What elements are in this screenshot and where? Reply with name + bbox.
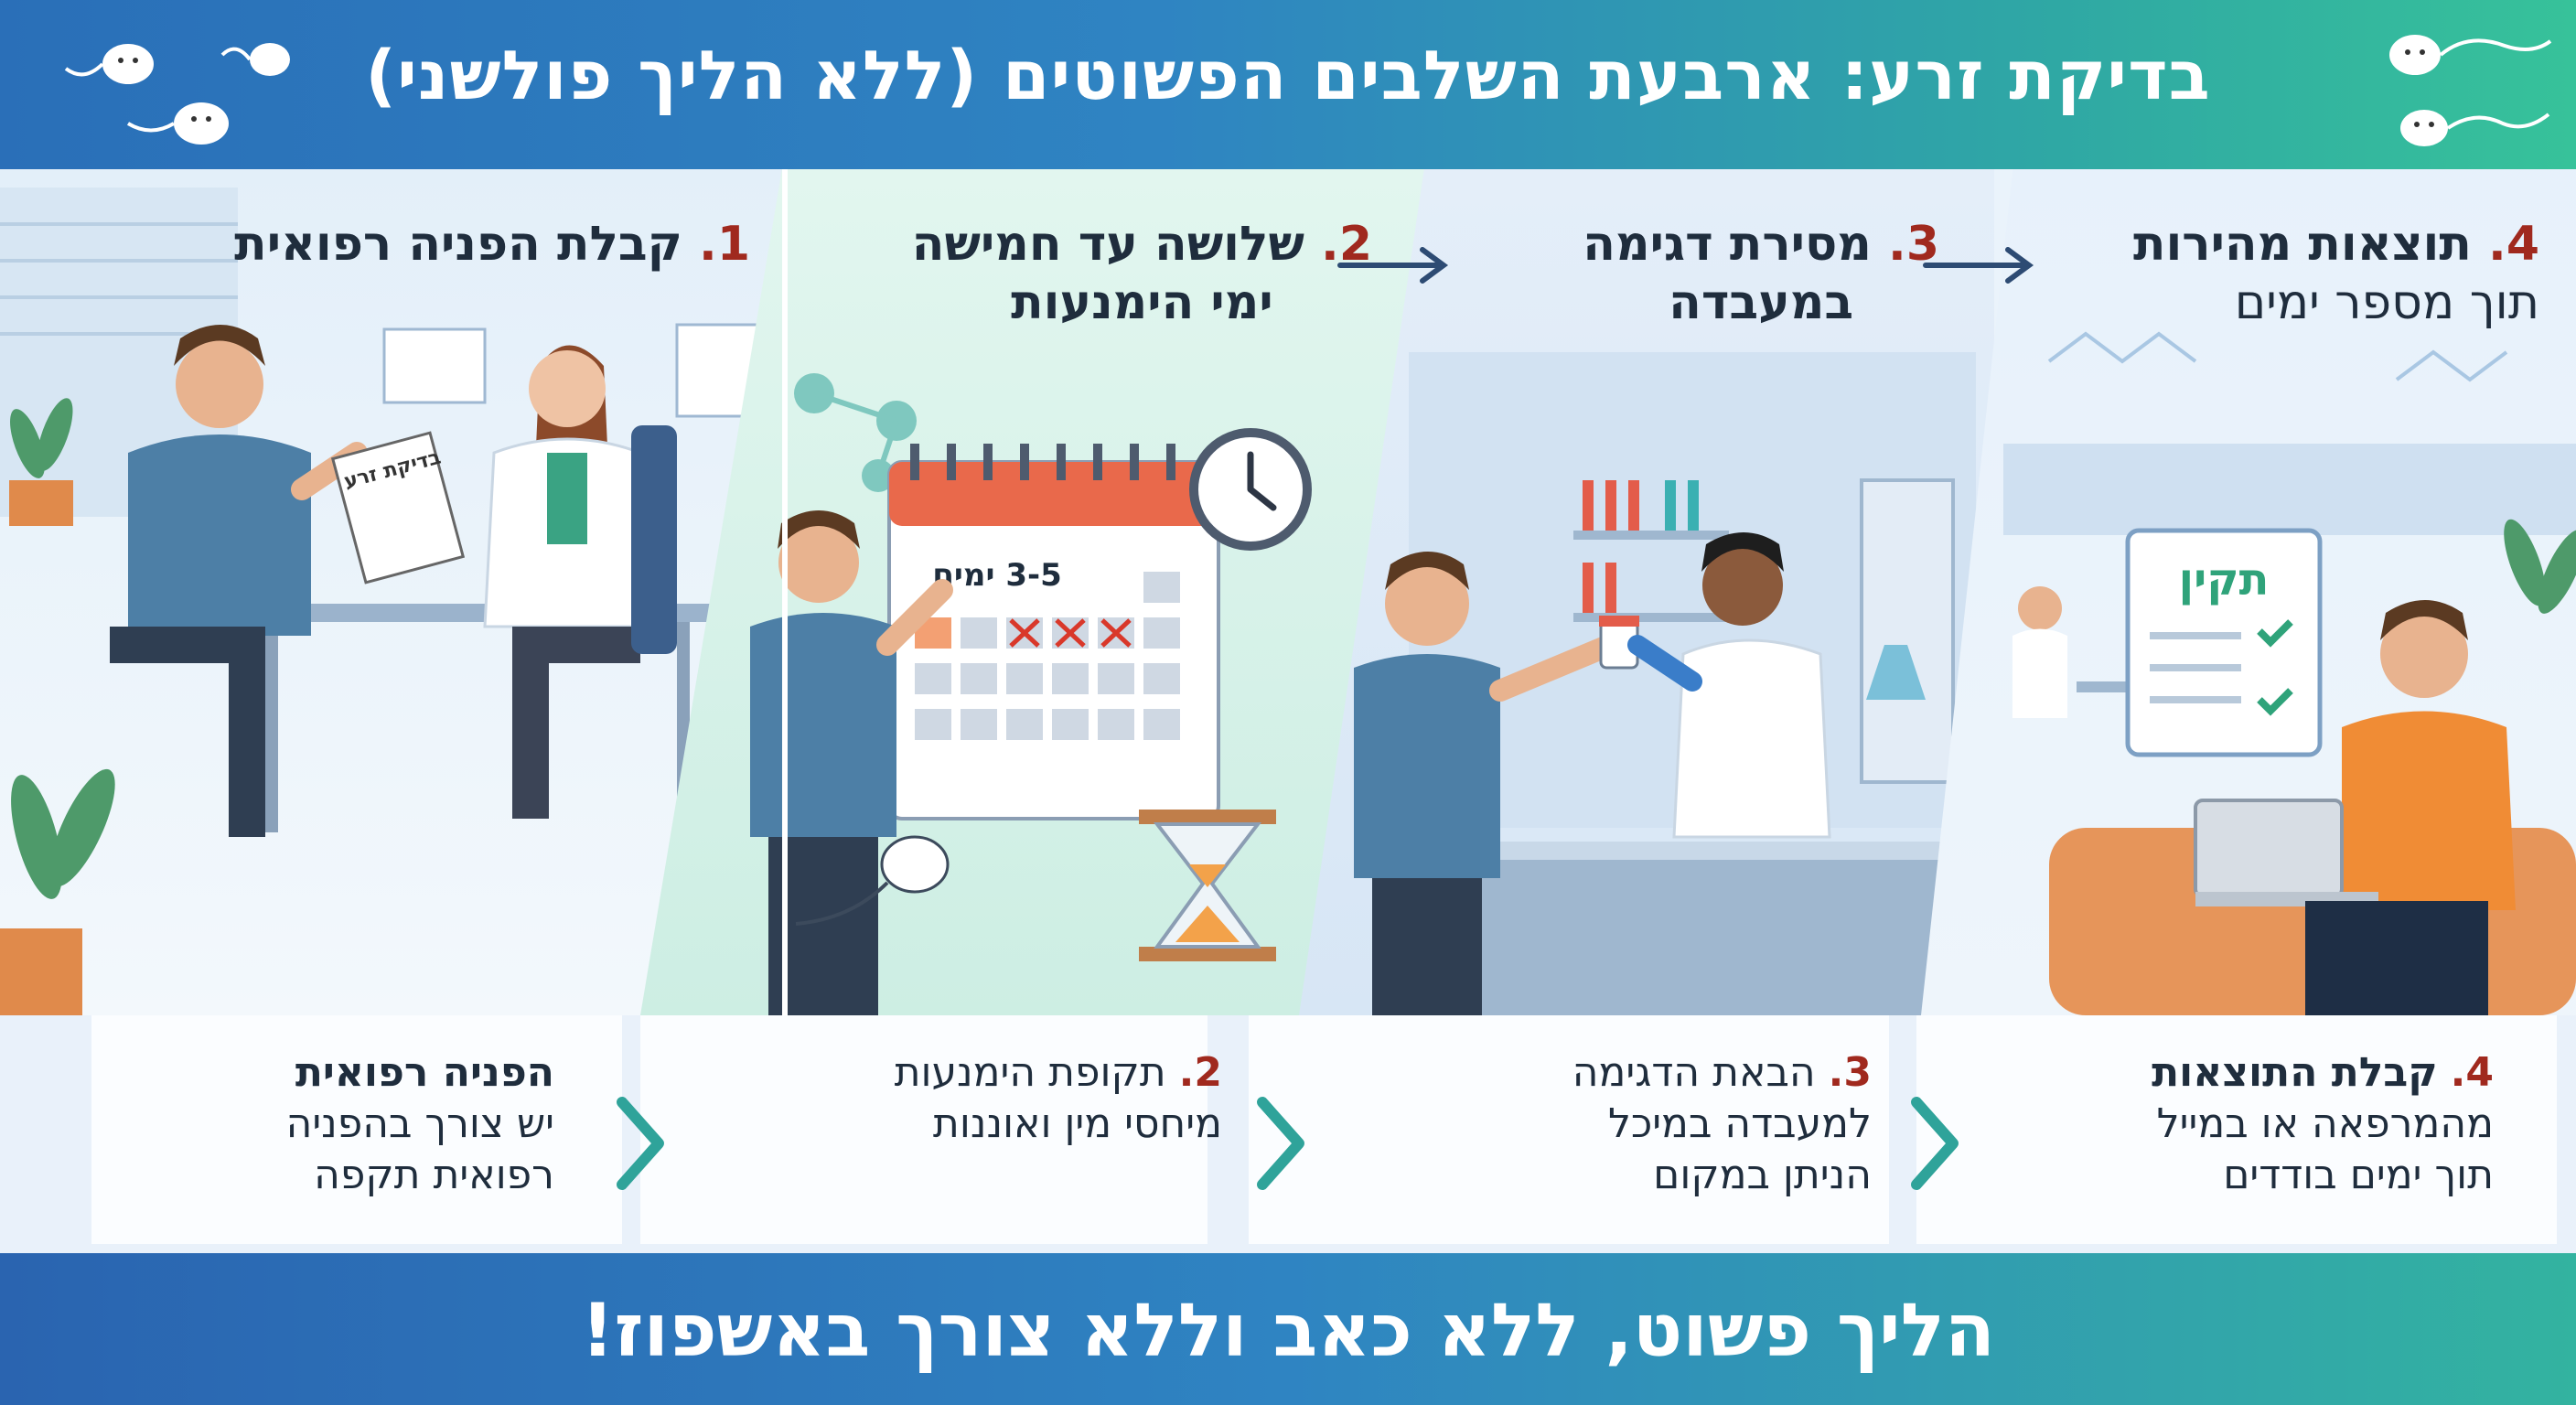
results-laptop-illustration: תקין: [2003, 331, 2576, 1015]
footer-banner: הליך פשוט, ללא כאב וללא צורך באשפוז!: [0, 1253, 2576, 1405]
card-3-line2: הניתן במקום: [1653, 1152, 1872, 1198]
chevron-right-icon: [617, 1097, 664, 1190]
card-4-heading: קבלת התוצאות: [2152, 1049, 2438, 1096]
card-3-text: 3. הבאת הדגימה למעבדה במיכל הניתן במקום: [1572, 1047, 1872, 1201]
card-4-line1: מהמרפאה או במייל: [2156, 1100, 2494, 1147]
step-4-subtitle: תוך מספר ימים: [2234, 275, 2539, 330]
step-4-title-text: תוצאות מהירות: [2132, 217, 2472, 272]
card-2-number: 2.: [1178, 1049, 1222, 1096]
lab-sample-illustration: [1354, 352, 1994, 1015]
card-results: [1916, 1015, 2557, 1244]
panel-sample-delivery: 3. מסירת דגימה במעבדה: [1299, 169, 1994, 1015]
panel-referral: בדיקת זרע 1. קבלת הפניה רפואית: [0, 169, 787, 1015]
card-4-line2: תוך ימים בודדים: [2223, 1152, 2494, 1198]
step-1-title-text: קבלת הפניה רפואית: [234, 217, 682, 272]
card-2-line1: מיחסי מין ואוננות: [932, 1100, 1222, 1147]
card-sample: [1249, 1015, 1889, 1244]
card-3-line1: למעבדה במיכל: [1607, 1100, 1872, 1147]
sperm-mascot-icon: [2389, 35, 2552, 146]
step-2-title-text: שלושה עד חמישה: [911, 217, 1304, 272]
card-2-heading: תקופת הימנעות: [894, 1049, 1166, 1096]
chevron-right-icon: [1257, 1097, 1304, 1190]
sperm-mascot-icon: [64, 43, 290, 145]
step-2-title: 2. שלושה עד חמישה ימי הימנעות: [912, 215, 1372, 332]
chevron-right-icon: [1911, 1097, 1959, 1190]
step-4-title: 4. תוצאות מהירות תוך מספר ימים: [2133, 215, 2539, 332]
header-banner: בדיקת זרע: ארבעת השלבים הפשוטים (ללא הלי…: [0, 0, 2576, 169]
arrow-right-icon: [1337, 247, 1449, 284]
arrow-right-icon: [1923, 247, 2034, 284]
step-3-title-text: מסירת דגימה: [1583, 217, 1872, 272]
panel-results: תקין 4. תוצאות מהירות תוך מספר ימים: [1921, 169, 2576, 1015]
page-title: בדיקת זרע: ארבעת השלבים הפשוטים (ללא הלי…: [365, 37, 2211, 115]
panel-divider: [782, 169, 788, 1015]
card-referral: [91, 1015, 622, 1244]
step-2-subtitle: ימי הימנעות: [1011, 275, 1273, 330]
step-3-title: 3. מסירת דגימה במעבדה: [1583, 215, 1939, 332]
card-4-number: 4.: [2450, 1049, 2494, 1096]
card-4-text: 4. קבלת התוצאות מהמרפאה או במייל תוך ימי…: [2152, 1047, 2494, 1201]
step-3-number: 3.: [1888, 217, 1939, 272]
step-4-number: 4.: [2488, 217, 2539, 272]
card-abstinence: [640, 1015, 1208, 1244]
card-1-heading: הפניה רפואית: [295, 1049, 554, 1096]
step-1-title: 1. קבלת הפניה רפואית: [234, 215, 750, 273]
step-3-subtitle: במעבדה: [1669, 275, 1854, 330]
card-1-line2: רפואית תקפה: [314, 1152, 554, 1198]
card-2-text: 2. תקופת הימנעות מיחסי מין ואוננות: [895, 1047, 1222, 1150]
step-1-number: 1.: [699, 217, 750, 272]
calendar-label: 3-5 ימים: [932, 557, 1062, 594]
card-1-text: הפניה רפואית יש צורך בהפניה רפואית תקפה: [286, 1047, 554, 1201]
card-1-line1: יש צורך בהפניה: [285, 1100, 554, 1147]
footer-text: הליך פשוט, ללא כאב וללא צורך באשפוז!: [581, 1288, 1995, 1373]
card-3-number: 3.: [1828, 1049, 1872, 1096]
abstinence-calendar-illustration: 3-5 ימים: [750, 373, 1312, 1015]
card-3-heading: הבאת הדגימה: [1572, 1049, 1816, 1096]
panel-abstinence: 3-5 ימים 2. שלושה עד חמישה ימי הימנעות: [640, 169, 1427, 1015]
doctor-consultation-illustration: בדיקת זרע: [0, 188, 761, 1015]
result-ok-label: תקין: [2179, 554, 2270, 606]
